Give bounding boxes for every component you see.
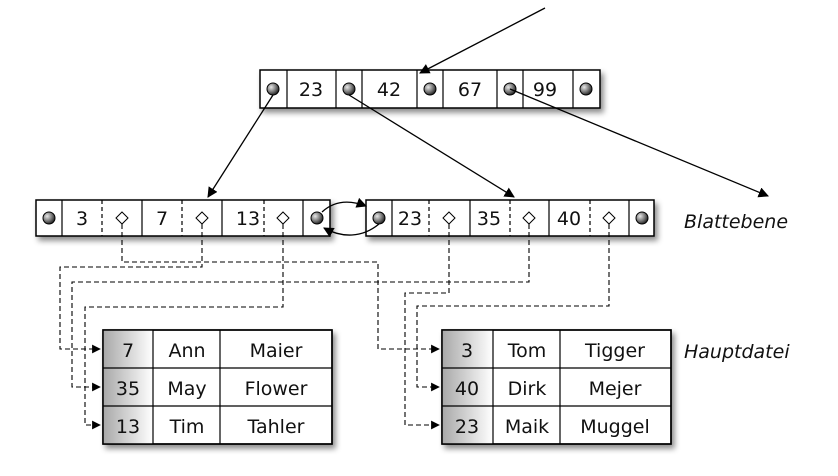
record-first-name: Ann (168, 340, 205, 362)
record-pointer-arrow (121, 224, 440, 354)
main-file-label: Hauptdatei (684, 341, 790, 363)
record-pointer-arrow (84, 224, 284, 430)
record-first-name: Tom (507, 340, 547, 362)
entry-arrow (419, 7, 546, 74)
main-file-table-2: 3 Tom Tigger 40 Dirk Mejer 23 Maik Mugge… (441, 329, 672, 445)
record-key: 13 (116, 416, 140, 438)
leaf-node-2: 23 35 40 (365, 199, 655, 237)
pointer-ball-icon (635, 211, 649, 225)
child-arrow (207, 94, 274, 198)
sibling-link-arrow (321, 197, 367, 213)
record-pointer-arrow (404, 224, 450, 430)
leaf-key: 35 (477, 208, 501, 230)
root-node: 23 42 67 99 (259, 69, 601, 109)
record-last-name: Maier (250, 340, 303, 362)
record-key: 3 (461, 340, 473, 362)
record-pointer-arrow (71, 224, 530, 392)
child-arrow (509, 88, 769, 198)
record-last-name: Tahler (247, 416, 305, 438)
pointer-ball-icon (342, 82, 356, 96)
leaf-key: 13 (236, 208, 260, 230)
record-last-name: Tigger (584, 340, 645, 362)
record-first-name: Tim (169, 416, 205, 438)
leaf-node-1: 3 7 13 (35, 199, 331, 237)
record-key: 35 (116, 378, 140, 400)
root-key: 99 (533, 79, 557, 101)
record-key: 7 (122, 340, 134, 362)
leaf-key: 40 (557, 208, 581, 230)
child-arrow (348, 94, 515, 198)
leaf-level-label: Blattebene (684, 211, 788, 233)
pointer-ball-icon (579, 82, 593, 96)
leaf-key: 3 (76, 208, 88, 230)
record-last-name: Muggel (580, 416, 650, 438)
leaf-key: 23 (398, 208, 422, 230)
pointer-ball-icon (266, 82, 280, 96)
pointer-ball-icon (42, 211, 56, 225)
record-pointer-arrow (59, 224, 203, 354)
record-pointers (59, 224, 610, 430)
record-last-name: Mejer (589, 378, 642, 400)
record-key: 40 (455, 378, 479, 400)
pointer-ball-icon (423, 82, 437, 96)
record-first-name: Maik (505, 416, 549, 438)
record-first-name: May (167, 378, 206, 400)
root-key: 42 (377, 79, 401, 101)
main-file-table-1: 7 Ann Maier 35 May Flower 13 Tim Tahler (102, 329, 333, 445)
record-pointer-arrow (416, 224, 610, 392)
tree-edges (207, 7, 769, 238)
sibling-link-arrow (323, 223, 380, 238)
record-last-name: Flower (245, 378, 308, 400)
pointer-ball-icon (372, 211, 386, 225)
root-key: 23 (299, 79, 323, 101)
record-key: 23 (455, 416, 479, 438)
root-key: 67 (458, 79, 482, 101)
pointer-ball-icon (310, 211, 324, 225)
leaf-key: 7 (156, 208, 168, 230)
record-first-name: Dirk (508, 378, 547, 400)
